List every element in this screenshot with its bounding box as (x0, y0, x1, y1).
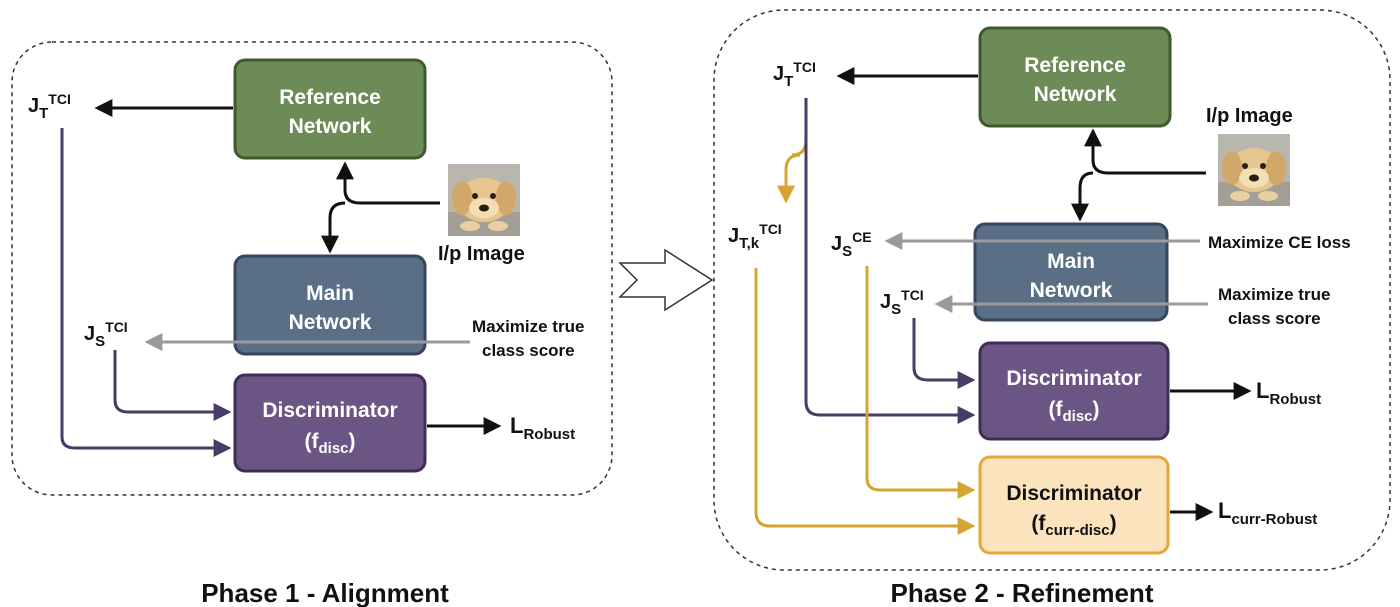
phase2-main-box (973, 222, 1169, 322)
phase1-input-label: I/p Image (438, 243, 525, 265)
phase1-disc-line1: Discriminator (262, 399, 397, 422)
phase1-reference-network: Reference Network (233, 58, 427, 160)
phase2-js-tci-symbol: JSTCI (880, 287, 924, 318)
phase2-curr-disc-box (978, 455, 1170, 555)
phase1-jt-symbol: JTTCI (28, 91, 71, 122)
phase1-js-to-disc-arrow (113, 350, 232, 421)
phase1-input-arrow (336, 161, 440, 205)
phase2-disc-line2: (fdisc) (1048, 398, 1099, 425)
phase2-input-arrow (1084, 128, 1206, 175)
phase1-caption: Phase 1 - Alignment (201, 578, 449, 607)
phase1-disc-line2: (fdisc) (304, 430, 355, 457)
phase2-reference-line1: Reference (1024, 54, 1126, 77)
phase2-input-image (1218, 134, 1290, 206)
phase2-jt-to-jtk-arrow (777, 100, 808, 204)
phase2-main-line1: Main (1047, 250, 1095, 273)
phase1-loss-symbol: LRobust (510, 413, 575, 443)
phase1-input-image (448, 164, 520, 236)
phase2-jt-to-disc-arrow (804, 98, 976, 424)
phase2-js-tci-to-disc-arrow (912, 318, 976, 389)
phase2-js-ce-to-curr-disc-arrow (865, 266, 976, 499)
phase1-main-box (233, 254, 427, 356)
phase2-note-line2: class score (1228, 309, 1321, 328)
phase1-discriminator: Discriminator (fdisc) (233, 373, 427, 473)
phase2-input-arrow-down (1071, 171, 1094, 222)
phase1-note-line2: class score (482, 341, 575, 360)
phase1-frame (11, 41, 613, 496)
phase2-reference-box (978, 26, 1172, 128)
phase2-note-line1: Maximize true (1218, 285, 1330, 304)
phase2-curr-disc-line2: (fcurr-disc) (1031, 512, 1116, 539)
phase1-input-arrow-down (321, 201, 346, 254)
phase1-reference-line2: Network (289, 115, 372, 138)
phase2-jtk-symbol: JT,kTCI (728, 221, 782, 252)
phase1-main-line2: Network (289, 311, 372, 334)
phase2-caption: Phase 2 - Refinement (891, 578, 1154, 607)
phase2-reference-network: Reference Network (978, 26, 1172, 128)
phase2-curr-disc-line1: Discriminator (1006, 482, 1141, 505)
phase1-disc-box (233, 373, 427, 473)
phase-transition-arrow (618, 248, 714, 312)
phase2-frame (713, 9, 1391, 571)
phase2-disc-line1: Discriminator (1006, 367, 1141, 390)
phase2-curr-discriminator: Discriminator (fcurr-disc) (978, 455, 1170, 555)
phase1-reference-box (233, 58, 427, 160)
phase1-reference-line1: Reference (279, 86, 381, 109)
phase1-js-symbol: JSTCI (84, 319, 128, 350)
phase2-main-network: Main Network (973, 222, 1169, 322)
phase2-loss-symbol: LRobust (1256, 378, 1321, 408)
phase2-js-ce-symbol: JSCE (831, 229, 872, 260)
phase1-jt-to-disc-arrow (60, 128, 232, 457)
phase2-disc-box (978, 341, 1170, 441)
phase1-note-line1: Maximize true (472, 317, 584, 336)
phase2-discriminator: Discriminator (fdisc) (978, 341, 1170, 441)
phase2-note-ce: Maximize CE loss (1208, 233, 1351, 252)
phase2-jt-symbol: JTTCI (773, 59, 816, 90)
phase2-reference-line2: Network (1034, 83, 1117, 106)
phase2-main-line2: Network (1030, 279, 1113, 302)
phase1-main-network: Main Network (233, 254, 427, 356)
phase1-main-line1: Main (306, 282, 354, 305)
phase2-jtk-to-curr-disc-arrow (754, 268, 976, 535)
phase2-input-label: I/p Image (1206, 105, 1293, 127)
phase2-curr-loss-symbol: Lcurr-Robust (1218, 498, 1317, 528)
